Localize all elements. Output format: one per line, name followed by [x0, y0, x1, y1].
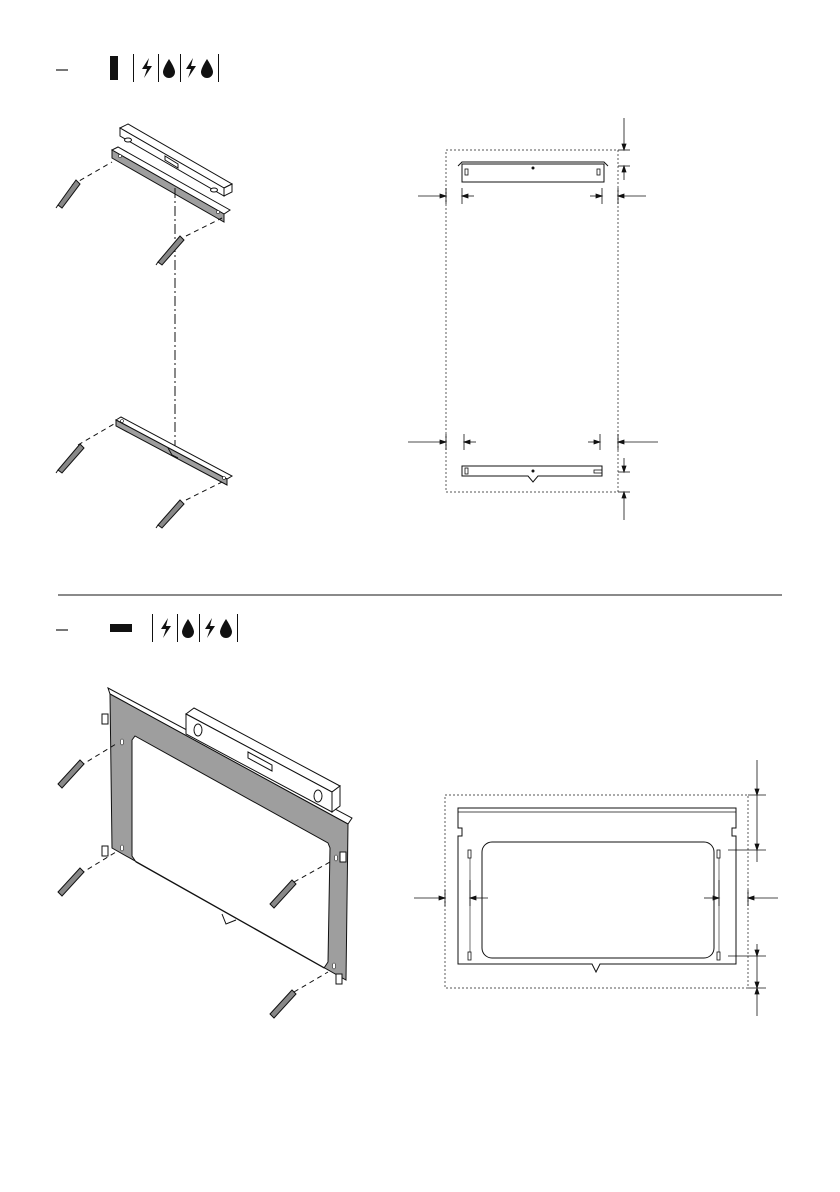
screw [56, 424, 114, 473]
screw [58, 852, 116, 896]
screw [270, 972, 328, 1018]
lightning-icon [159, 618, 173, 638]
screw [156, 482, 222, 528]
step-bullet [56, 629, 68, 631]
lightning-drop-icon [203, 618, 233, 638]
step2-assembly-illustration [0, 660, 400, 1060]
frame-front-view [458, 808, 736, 972]
surface-symbols [152, 614, 238, 642]
step1-assembly-illustration [0, 0, 400, 560]
bottom-rail-front-view [462, 466, 602, 482]
cutout-outline [446, 150, 618, 492]
step1-dimension-drawing [380, 100, 680, 530]
section-divider [58, 594, 782, 596]
top-rail-front-view [458, 162, 608, 182]
screw [58, 744, 116, 788]
drop-icon [181, 618, 195, 638]
screw [56, 162, 112, 208]
screw [270, 862, 330, 908]
bottom-mounting-rail [116, 417, 232, 485]
screw [156, 218, 222, 265]
step2-dimension-drawing [400, 750, 800, 1030]
horizontal-mounting-icon [110, 624, 132, 632]
step2-header [56, 614, 256, 644]
